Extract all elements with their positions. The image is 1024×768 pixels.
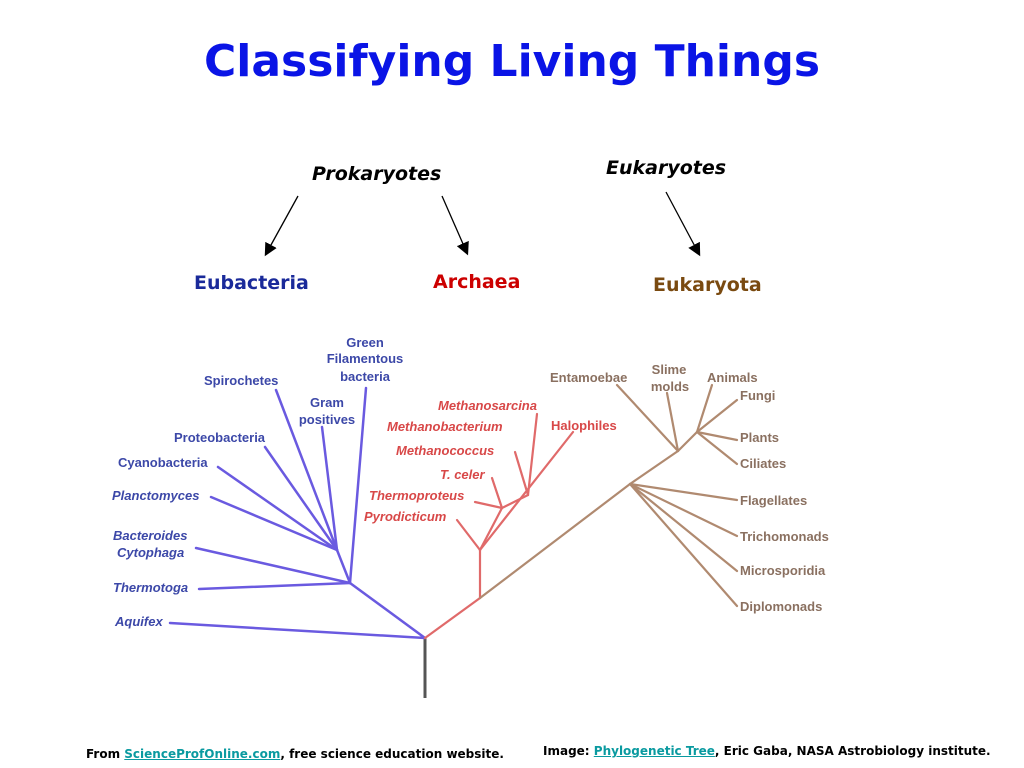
leaf-trichomonads: Trichomonads	[740, 529, 829, 544]
arrow-to-archaea	[441, 195, 469, 256]
leaf-thermoproteus: Thermoproteus	[369, 488, 464, 503]
eukaryota-branches	[478, 383, 739, 608]
footer-left-prefix: From	[86, 747, 125, 761]
archaea-label: Archaea	[433, 271, 521, 293]
footer-right-prefix: Image:	[543, 744, 594, 758]
leaf-cyanobacteria: Cyanobacteria	[118, 455, 208, 470]
leaf-green-line2: Filamentous	[327, 351, 404, 366]
footer-left: From ScienceProfOnline.com, free science…	[86, 747, 504, 761]
leaf-methanobacterium: Methanobacterium	[387, 419, 503, 434]
eukaryotes-label: Eukaryotes	[606, 157, 727, 179]
scienceprofonline-link[interactable]: ScienceProfOnline.com	[124, 747, 281, 761]
leaf-green-line3: bacteria	[340, 369, 391, 384]
leaf-animals: Animals	[707, 370, 758, 385]
phylogenetic-tree-link[interactable]: Phylogenetic Tree	[593, 744, 715, 758]
leaf-flagellates: Flagellates	[740, 493, 807, 508]
page-title: Classifying Living Things	[203, 36, 821, 87]
leaf-diplomonads: Diplomonads	[740, 599, 822, 614]
leaf-methanococcus: Methanococcus	[396, 443, 494, 458]
leaf-ciliates: Ciliates	[740, 456, 786, 471]
leaf-fungi: Fungi	[740, 388, 775, 403]
footer-right-suffix: , Eric Gaba, NASA Astrobiology institute…	[714, 744, 991, 758]
leaf-methanosarcina: Methanosarcina	[438, 398, 537, 413]
arrow-to-eubacteria	[264, 195, 299, 257]
prokaryotes-label: Prokaryotes	[312, 163, 442, 185]
leaf-gram-line2: positives	[299, 412, 355, 427]
arrow-to-eukaryota	[665, 191, 701, 257]
footer-left-suffix: , free science education website.	[280, 747, 504, 761]
leaf-spirochetes: Spirochetes	[204, 373, 278, 388]
leaf-aquifex: Aquifex	[114, 614, 163, 629]
archaea-branches	[423, 412, 575, 640]
leaf-green-line1: Green	[346, 335, 384, 350]
footer-right: Image: Phylogenetic Tree, Eric Gaba, NAS…	[543, 744, 991, 758]
eubacteria-label: Eubacteria	[194, 272, 309, 294]
leaf-plants: Plants	[740, 430, 779, 445]
leaf-planctomyces: Planctomyces	[112, 488, 199, 503]
leaf-entamoebae: Entamoebae	[550, 370, 627, 385]
leaf-pyrodicticum: Pyrodicticum	[364, 509, 447, 524]
leaf-bacteroides: Bacteroides	[113, 528, 187, 543]
leaf-gram-line1: Gram	[310, 395, 344, 410]
leaf-thermotoga: Thermotoga	[113, 580, 188, 595]
leaf-halophiles: Halophiles	[551, 418, 617, 433]
leaf-t-celer: T. celer	[440, 467, 486, 482]
leaf-cytophaga: Cytophaga	[117, 545, 184, 560]
leaf-slime-line1: Slime	[652, 362, 687, 377]
leaf-proteobacteria: Proteobacteria	[174, 430, 266, 445]
bacteria-branches	[168, 386, 427, 640]
leaf-slime-line2: molds	[651, 379, 689, 394]
leaf-microsporidia: Microsporidia	[740, 563, 826, 578]
eukaryota-label: Eukaryota	[653, 274, 762, 296]
